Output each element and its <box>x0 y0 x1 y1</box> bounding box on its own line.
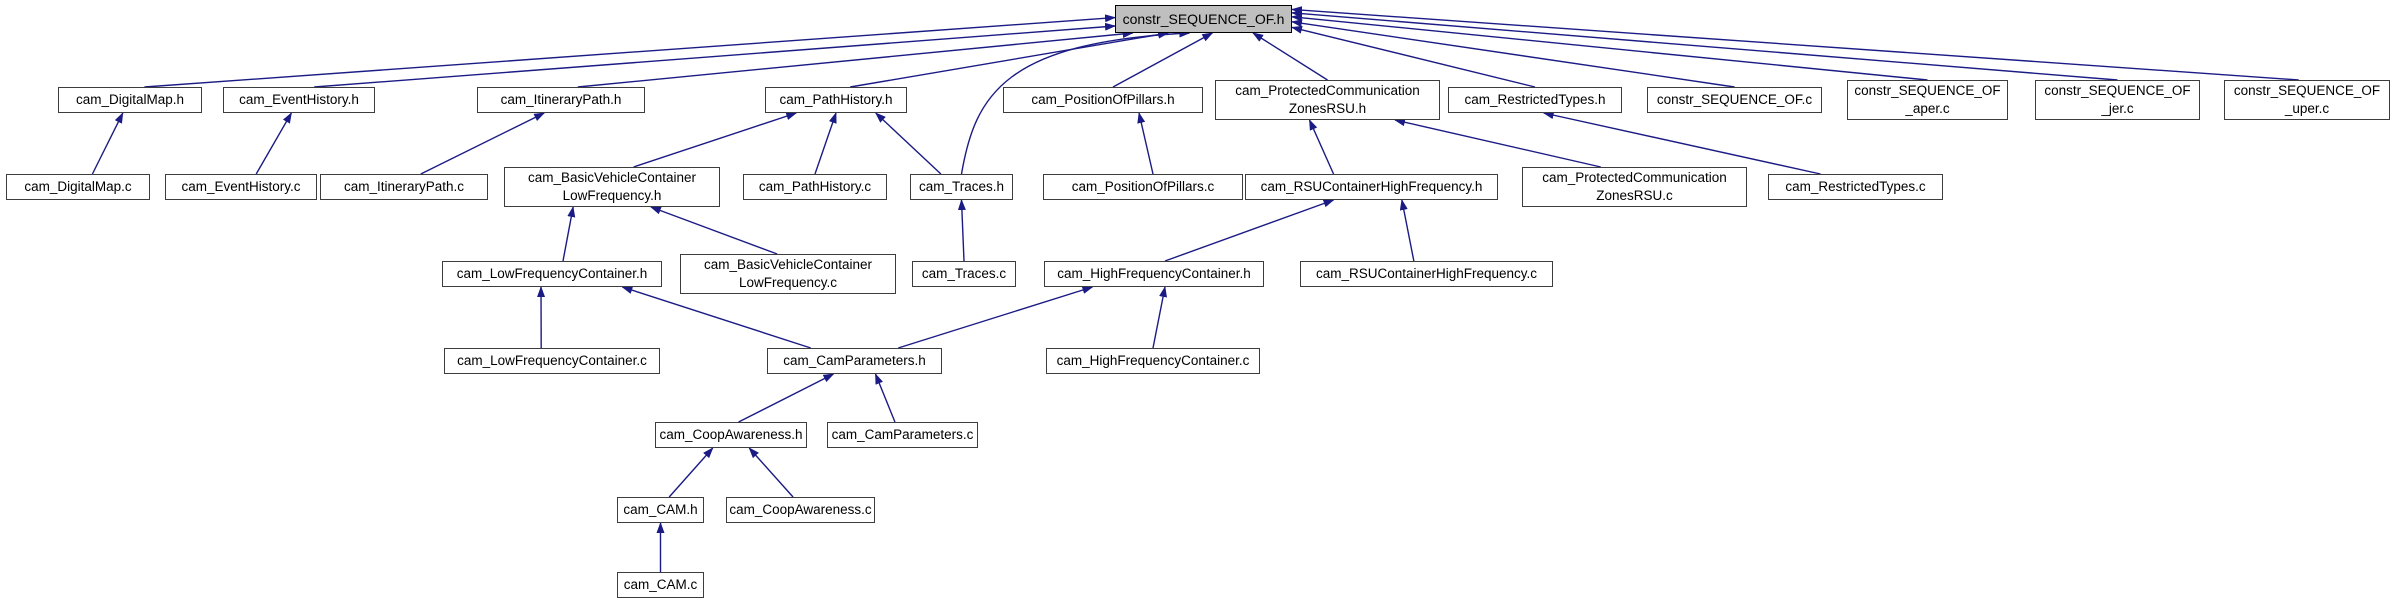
graph-node-cam_HighFrequencyContainer.c[interactable]: cam_HighFrequencyContainer.c <box>1046 348 1260 374</box>
dependency-edge <box>649 206 778 255</box>
graph-node-cam_LowFrequencyContainer.h[interactable]: cam_LowFrequencyContainer.h <box>442 261 662 287</box>
dependency-edge <box>898 286 1094 349</box>
graph-node-constr_SEQUENCE_OF_aper.c[interactable]: constr_SEQUENCE_OF _aper.c <box>1847 80 2008 120</box>
graph-node-cam_LowFrequencyContainer.c[interactable]: cam_LowFrequencyContainer.c <box>444 348 660 374</box>
dependency-edge <box>1291 25 1536 88</box>
graph-node-cam_BasicVehicleContainerLowFrequency.h[interactable]: cam_BasicVehicleContainer LowFrequency.h <box>504 167 720 207</box>
graph-node-cam_CAM.h[interactable]: cam_CAM.h <box>617 497 704 523</box>
dependency-edge <box>1252 32 1328 81</box>
dependency-edge <box>738 373 835 423</box>
graph-node-cam_ProtectedCommunicationZonesRSU.h[interactable]: cam_ProtectedCommunication ZonesRSU.h <box>1215 80 1440 120</box>
dependency-edge <box>1291 9 2118 81</box>
graph-node-cam_ProtectedCommunicationZonesRSU.c[interactable]: cam_ProtectedCommunication ZonesRSU.c <box>1522 167 1747 207</box>
graph-node-cam_HighFrequencyContainer.h[interactable]: cam_HighFrequencyContainer.h <box>1044 261 1264 287</box>
dependency-edge <box>850 30 1170 88</box>
graph-node-cam_Traces.c[interactable]: cam_Traces.c <box>912 261 1016 287</box>
graph-node-cam_RestrictedTypes.c[interactable]: cam_RestrictedTypes.c <box>1768 174 1943 200</box>
graph-node-cam_PositionOfPillars.h[interactable]: cam_PositionOfPillars.h <box>1003 87 1203 113</box>
graph-node-cam_RSUContainerHighFrequency.h[interactable]: cam_RSUContainerHighFrequency.h <box>1245 174 1498 200</box>
graph-node-cam_CoopAwareness.c[interactable]: cam_CoopAwareness.c <box>726 497 875 523</box>
dependency-edge <box>1164 199 1335 262</box>
dependency-edge <box>957 199 966 262</box>
dependency-edge <box>960 29 1191 175</box>
graph-node-constr_SEQUENCE_OF_uper.c[interactable]: constr_SEQUENCE_OF _uper.c <box>2224 80 2390 120</box>
dependency-edge <box>621 286 811 349</box>
graph-node-cam_EventHistory.c[interactable]: cam_EventHistory.c <box>165 174 317 200</box>
dependency-edge <box>1137 112 1154 175</box>
graph-node-cam_BasicVehicleContainerLowFrequency.c[interactable]: cam_BasicVehicleContainer LowFrequency.c <box>680 254 896 294</box>
graph-node-cam_CAM.c[interactable]: cam_CAM.c <box>617 572 704 598</box>
graph-node-cam_DigitalMap.h[interactable]: cam_DigitalMap.h <box>58 87 202 113</box>
dependency-edge <box>875 112 942 175</box>
graph-node-cam_PositionOfPillars.c[interactable]: cam_PositionOfPillars.c <box>1043 174 1243 200</box>
dependency-edge <box>1308 119 1335 175</box>
graph-node-cam_PathHistory.c[interactable]: cam_PathHistory.c <box>743 174 887 200</box>
dependency-edge <box>1542 111 1821 175</box>
dependency-edge <box>874 373 896 423</box>
graph-node-cam_RSUContainerHighFrequency.c[interactable]: cam_RSUContainerHighFrequency.c <box>1300 261 1553 287</box>
dependency-edge <box>1291 6 2299 81</box>
dependency-edge <box>144 14 1116 88</box>
graph-node-cam_CoopAwareness.h[interactable]: cam_CoopAwareness.h <box>655 422 807 448</box>
dependency-edge <box>633 112 798 168</box>
dependency-edge <box>748 447 794 498</box>
graph-node-cam_CamParameters.c[interactable]: cam_CamParameters.c <box>827 422 978 448</box>
graph-node-cam_EventHistory.h[interactable]: cam_EventHistory.h <box>223 87 375 113</box>
graph-node-cam_PathHistory.h[interactable]: cam_PathHistory.h <box>765 87 907 113</box>
dependency-edge <box>420 112 546 175</box>
graph-node-constr_SEQUENCE_OF.c[interactable]: constr_SEQUENCE_OF.c <box>1647 87 1822 113</box>
dependency-edge <box>1291 19 1735 88</box>
dependency-edge <box>91 112 124 175</box>
graph-node-constr_SEQUENCE_OF.h[interactable]: constr_SEQUENCE_OF.h <box>1115 5 1292 33</box>
dependency-edge <box>814 112 837 175</box>
graph-node-cam_CamParameters.h[interactable]: cam_CamParameters.h <box>767 348 942 374</box>
dependency-edge <box>1112 32 1214 88</box>
dependency-edge <box>668 447 714 498</box>
graph-node-constr_SEQUENCE_OF_jer.c[interactable]: constr_SEQUENCE_OF _jer.c <box>2035 80 2200 120</box>
graph-node-cam_Traces.h[interactable]: cam_Traces.h <box>910 174 1013 200</box>
dependency-edge <box>1152 286 1167 349</box>
graph-node-cam_DigitalMap.c[interactable]: cam_DigitalMap.c <box>6 174 150 200</box>
graph-node-cam_RestrictedTypes.h[interactable]: cam_RestrictedTypes.h <box>1448 87 1622 113</box>
dependency-edge <box>1394 118 1601 168</box>
dependency-edge <box>577 29 1134 88</box>
dependency-edge <box>1399 199 1415 262</box>
dependency-edge <box>562 206 576 262</box>
dependency-edge <box>255 112 293 175</box>
dependency-edge <box>1291 13 1928 81</box>
dependency-edge <box>314 22 1116 88</box>
graph-node-cam_ItineraryPath.h[interactable]: cam_ItineraryPath.h <box>477 87 645 113</box>
graph-node-cam_ItineraryPath.c[interactable]: cam_ItineraryPath.c <box>320 174 488 200</box>
